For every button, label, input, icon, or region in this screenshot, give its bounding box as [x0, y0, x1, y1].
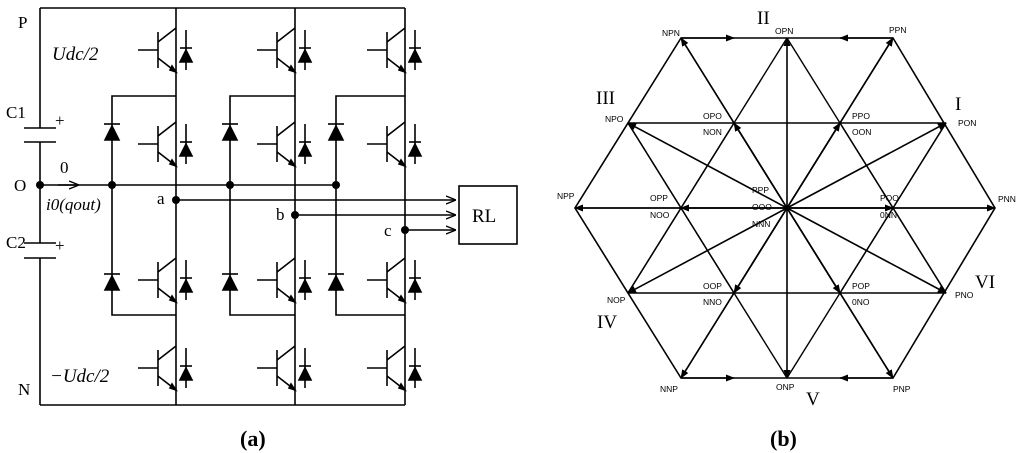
label-c1: C1 — [6, 103, 26, 122]
label-non: NON — [703, 127, 722, 137]
node-o — [36, 181, 44, 189]
switch-sc2 — [367, 121, 423, 168]
clamp-diode-b-bottom — [221, 273, 239, 291]
capacitor-c1 — [24, 127, 56, 143]
label-o: O — [14, 176, 26, 195]
node-a — [172, 196, 180, 204]
label-plus-c2: + — [55, 236, 65, 255]
label-oon: OON — [852, 127, 871, 137]
label-p: P — [18, 13, 27, 32]
label-ppn: PPN — [889, 25, 906, 35]
label-0nn: 0NN — [880, 210, 897, 220]
label-poo: POO — [880, 193, 899, 203]
switch-sb2 — [257, 121, 313, 168]
label-npp: NPP — [557, 191, 575, 201]
label-nno: NNO — [703, 297, 722, 307]
leg-a — [103, 8, 194, 405]
label-phase-b: b — [276, 205, 285, 224]
vector-pno — [786, 207, 947, 294]
label-ppo: PPO — [852, 111, 870, 121]
label-nop: NOP — [607, 295, 626, 305]
label-phase-c: c — [384, 221, 392, 240]
label-pop: POP — [852, 281, 870, 291]
leg-c — [327, 8, 423, 405]
switch-sc4 — [367, 345, 423, 392]
label-plus-c1: + — [55, 111, 65, 130]
label-udc-top: Udc/2 — [52, 44, 99, 65]
label-n: N — [18, 380, 30, 399]
label-udc-bottom: −Udc/2 — [50, 366, 110, 387]
vector-nop — [627, 207, 788, 294]
npc-inverter-circuit — [24, 7, 518, 406]
label-c2: C2 — [6, 233, 26, 252]
voltage-vectors — [574, 37, 996, 379]
clamp-diode-b-top — [221, 123, 239, 141]
vector-labels: I II III IV V VI PNN PPN NPN NPP NNP PNP… — [557, 8, 1016, 451]
switch-sa4 — [138, 345, 194, 392]
switch-sa3 — [138, 257, 194, 304]
clamp-diode-c-bottom — [327, 273, 345, 291]
switch-sc3 — [367, 257, 423, 304]
label-opn: OPN — [775, 26, 793, 36]
label-pno: PNO — [955, 290, 974, 300]
switch-sc1 — [367, 27, 423, 74]
sector-ii: II — [757, 8, 770, 29]
load-rl-box — [458, 185, 518, 245]
label-nnp: NNP — [660, 384, 678, 394]
leg-b — [221, 8, 313, 405]
label-0no: 0NO — [852, 297, 870, 307]
label-phase-a: a — [157, 189, 165, 208]
circuit-labels: P N O C1 C2 + + 0 i0(qout) Udc/2 −Udc/2 … — [6, 13, 496, 451]
label-pnn: PNN — [998, 194, 1016, 204]
clamp-diode-c-top — [327, 123, 345, 141]
space-vector-hexagon — [574, 34, 996, 382]
switch-sb1 — [257, 27, 313, 74]
vector-pop — [786, 207, 841, 294]
switch-sa2 — [138, 121, 194, 168]
label-npo: NPO — [605, 114, 624, 124]
label-pon: PON — [958, 118, 976, 128]
label-pnp: PNP — [893, 384, 911, 394]
edge-arrows — [681, 34, 893, 382]
vector-pon — [786, 122, 947, 209]
caption-a: (a) — [240, 426, 266, 451]
label-noo: NOO — [650, 210, 670, 220]
vector-ppo — [786, 122, 841, 209]
label-opo: OPO — [703, 111, 722, 121]
label-onp: ONP — [776, 382, 795, 392]
label-current: i0(qout) — [46, 195, 101, 214]
node-b — [291, 211, 299, 219]
vector-opo — [733, 122, 788, 209]
vector-oop — [733, 207, 788, 294]
sector-iii: III — [596, 88, 615, 109]
sector-iv: IV — [597, 312, 617, 333]
label-opp: OPP — [650, 193, 668, 203]
vector-npo — [627, 122, 788, 209]
label-load: RL — [472, 206, 496, 227]
label-ooo: OOO — [752, 202, 772, 212]
switch-sa1 — [138, 27, 194, 74]
caption-b: (b) — [770, 426, 797, 451]
label-npn: NPN — [662, 28, 680, 38]
capacitor-c2 — [24, 242, 56, 259]
sector-i: I — [955, 94, 961, 115]
sector-v: V — [806, 389, 820, 410]
label-oop: OOP — [703, 281, 722, 291]
label-zero: 0 — [60, 158, 69, 177]
label-ppp: PPP — [752, 185, 769, 195]
clamp-diode-a-bottom — [103, 273, 121, 291]
node-c — [401, 226, 409, 234]
sector-vi: VI — [975, 272, 995, 293]
label-nnn: NNN — [752, 219, 770, 229]
switch-sb4 — [257, 345, 313, 392]
switch-sb3 — [257, 257, 313, 304]
clamp-diode-a-top — [103, 123, 121, 141]
